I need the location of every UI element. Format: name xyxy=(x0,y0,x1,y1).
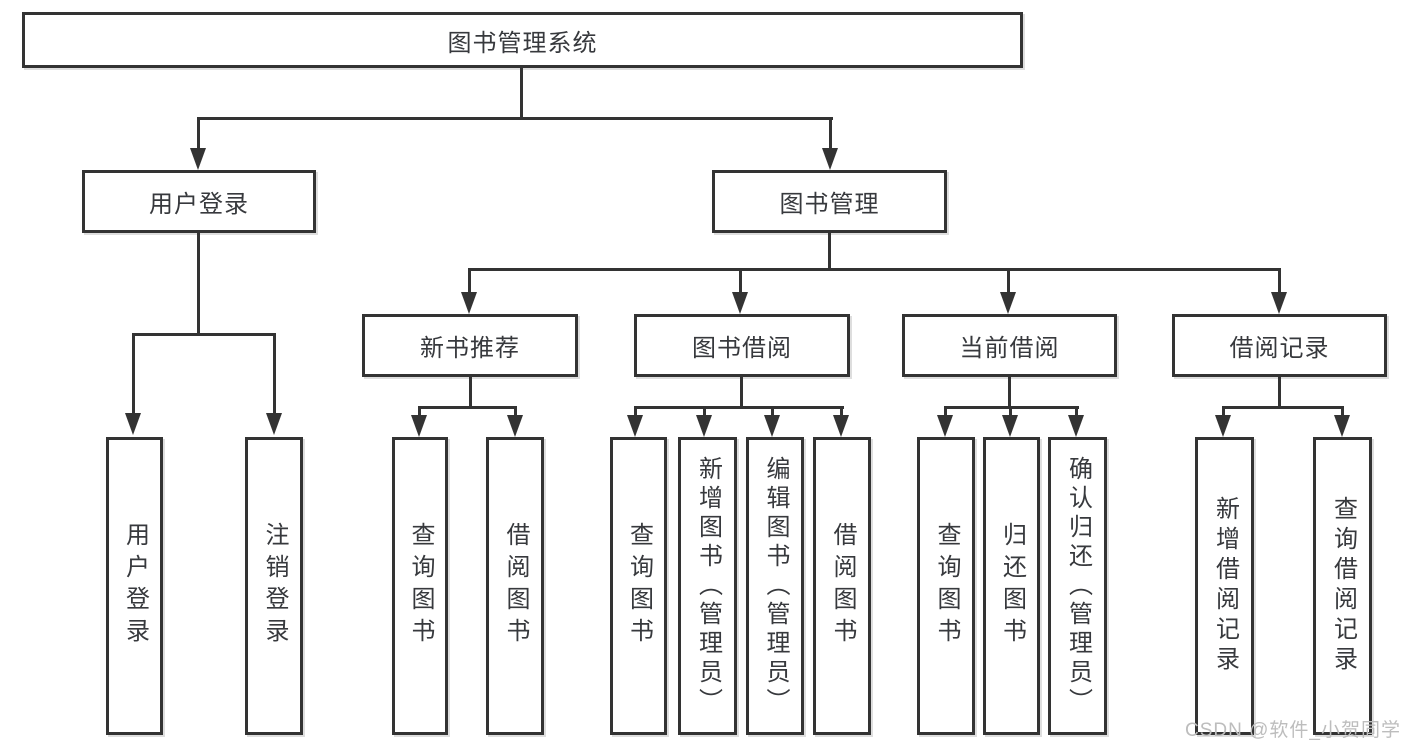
node-user-login-label: 用户登录 xyxy=(149,191,249,218)
arrowhead-down-icon xyxy=(1334,415,1350,437)
node-borrowing-records-label: 借阅记录 xyxy=(1229,335,1330,362)
leaf-confirm-return-admin: 确认归还（管理员） xyxy=(1048,437,1107,735)
arrowhead-down-icon xyxy=(833,415,849,437)
connector-line xyxy=(840,406,843,420)
connector-line xyxy=(132,333,276,336)
leaf-recommend-query-books-label: 查询图书 xyxy=(407,522,434,650)
leaf-add-books-admin: 新增图书（管理员） xyxy=(678,437,737,735)
arrowhead-down-icon xyxy=(461,292,477,314)
arrowhead-down-icon xyxy=(1271,292,1287,314)
leaf-confirm-return-admin-label: 确认归还（管理员） xyxy=(1064,455,1092,717)
connector-line xyxy=(468,268,1281,271)
connector-line xyxy=(703,406,706,420)
arrowhead-down-icon xyxy=(937,415,953,437)
arrowhead-down-icon xyxy=(732,292,748,314)
connector-line xyxy=(197,233,200,335)
arrowhead-down-icon xyxy=(507,415,523,437)
node-book-management-label: 图书管理 xyxy=(779,191,880,218)
leaf-query-borrow-record: 查询借阅记录 xyxy=(1313,437,1372,735)
leaf-current-query-books-label: 查询图书 xyxy=(933,522,960,650)
leaf-query-borrow-record-label: 查询借阅记录 xyxy=(1329,496,1357,676)
leaf-return-books-label: 归还图书 xyxy=(998,522,1026,650)
connector-line xyxy=(132,333,135,414)
leaf-return-books: 归还图书 xyxy=(983,437,1040,735)
arrowhead-down-icon xyxy=(627,415,643,437)
arrowhead-down-icon xyxy=(822,148,838,170)
leaf-borrowing-query-books-label: 查询图书 xyxy=(625,522,653,650)
connector-line xyxy=(1341,406,1344,420)
connector-line xyxy=(634,406,637,420)
leaf-recommend-borrow-books: 借阅图书 xyxy=(486,437,544,735)
node-book-management: 图书管理 xyxy=(712,170,947,233)
leaf-logout-label: 注销登录 xyxy=(261,522,288,650)
arrowhead-down-icon xyxy=(1002,415,1018,437)
arrowhead-down-icon xyxy=(266,413,282,435)
node-new-book-recommend: 新书推荐 xyxy=(362,314,578,377)
leaf-add-borrow-record-label: 新增借阅记录 xyxy=(1211,496,1239,676)
connector-line xyxy=(514,406,517,420)
node-root-system: 图书管理系统 xyxy=(22,12,1023,68)
connector-line xyxy=(418,406,517,409)
node-current-borrowing: 当前借阅 xyxy=(902,314,1117,377)
connector-line xyxy=(1009,406,1012,420)
leaf-user-login-label: 用户登录 xyxy=(121,522,149,650)
arrowhead-down-icon xyxy=(764,415,780,437)
connector-line xyxy=(771,406,774,420)
leaf-user-login: 用户登录 xyxy=(106,437,163,735)
csdn-watermark: CSDN @软件_小贺同学 xyxy=(1185,720,1401,741)
leaf-logout: 注销登录 xyxy=(245,437,303,735)
node-current-borrowing-label: 当前借阅 xyxy=(959,335,1060,362)
connector-line xyxy=(520,68,523,120)
arrowhead-down-icon xyxy=(1215,415,1231,437)
connector-line xyxy=(197,117,200,150)
arrowhead-down-icon xyxy=(190,148,206,170)
node-new-book-recommend-label: 新书推荐 xyxy=(420,335,520,362)
node-book-borrowing-label: 图书借阅 xyxy=(692,335,792,362)
leaf-edit-books-admin-label: 编辑图书（管理员） xyxy=(762,455,789,717)
arrowhead-down-icon xyxy=(1068,415,1084,437)
connector-line xyxy=(469,377,472,408)
leaf-edit-books-admin: 编辑图书（管理员） xyxy=(746,437,804,735)
leaf-recommend-borrow-books-label: 借阅图书 xyxy=(502,522,529,650)
connector-line xyxy=(828,233,831,271)
connector-line xyxy=(1007,268,1010,296)
arrowhead-down-icon xyxy=(125,413,141,435)
leaf-add-books-admin-label: 新增图书（管理员） xyxy=(694,455,722,717)
connector-line xyxy=(740,377,743,408)
arrowhead-down-icon xyxy=(696,415,712,437)
connector-line xyxy=(197,117,833,120)
node-root-label: 图书管理系统 xyxy=(447,29,598,57)
connector-line xyxy=(1278,377,1281,408)
connector-line xyxy=(273,333,276,414)
leaf-borrowing-query-books: 查询图书 xyxy=(610,437,667,735)
connector-line xyxy=(829,117,832,150)
leaf-add-borrow-record: 新增借阅记录 xyxy=(1195,437,1254,735)
connector-line xyxy=(634,406,844,409)
connector-line xyxy=(1222,406,1344,409)
leaf-borrowing-borrow-books-label: 借阅图书 xyxy=(829,522,856,650)
node-book-borrowing: 图书借阅 xyxy=(634,314,850,377)
connector-line xyxy=(418,406,421,420)
node-user-login: 用户登录 xyxy=(82,170,316,233)
connector-line xyxy=(1008,377,1011,408)
arrowhead-down-icon xyxy=(1000,292,1016,314)
node-borrowing-records: 借阅记录 xyxy=(1172,314,1387,377)
leaf-current-query-books: 查询图书 xyxy=(917,437,975,735)
connector-line xyxy=(1278,268,1281,296)
arrowhead-down-icon xyxy=(411,415,427,437)
connector-line xyxy=(468,268,471,296)
connector-line xyxy=(1222,406,1225,420)
connector-line xyxy=(944,406,947,420)
connector-line xyxy=(739,268,742,296)
leaf-borrowing-borrow-books: 借阅图书 xyxy=(813,437,871,735)
connector-line xyxy=(1075,406,1078,420)
leaf-recommend-query-books: 查询图书 xyxy=(392,437,448,735)
